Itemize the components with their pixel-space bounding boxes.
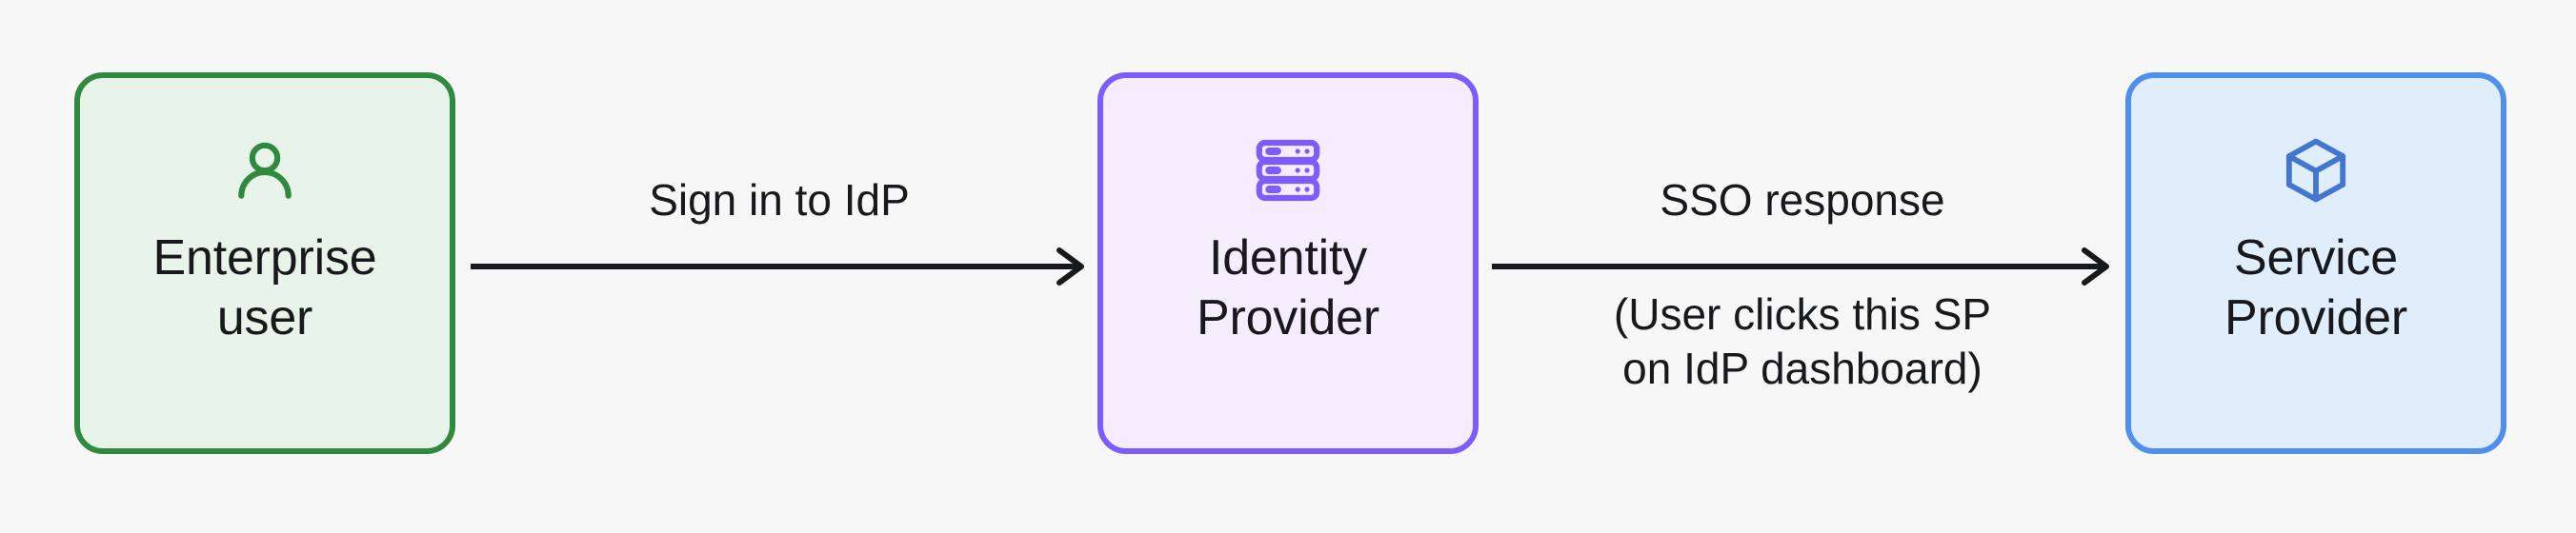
node-label-enterprise-user: Enterprise user [152, 230, 377, 345]
node-enterprise-user[interactable]: Enterprise user [74, 72, 455, 454]
cube-icon [2280, 133, 2352, 207]
arrow-idp-to-sp [1492, 246, 2113, 287]
node-label-service-provider: Service Provider [2224, 230, 2408, 345]
server-icon [1253, 133, 1323, 207]
edge-note-sso-response: (User clicks this SP on IdP dashboard) [1613, 289, 1992, 393]
user-icon [228, 133, 302, 207]
edge-label-sign-in-to-idp: Sign in to IdP [649, 175, 910, 225]
arrow-user-to-idp [471, 246, 1088, 287]
edge-label-sso-response: SSO response [1660, 175, 1945, 225]
node-label-identity-provider: Identity Provider [1196, 230, 1380, 345]
node-service-provider[interactable]: Service Provider [2125, 72, 2506, 454]
node-identity-provider[interactable]: Identity Provider [1097, 72, 1479, 454]
